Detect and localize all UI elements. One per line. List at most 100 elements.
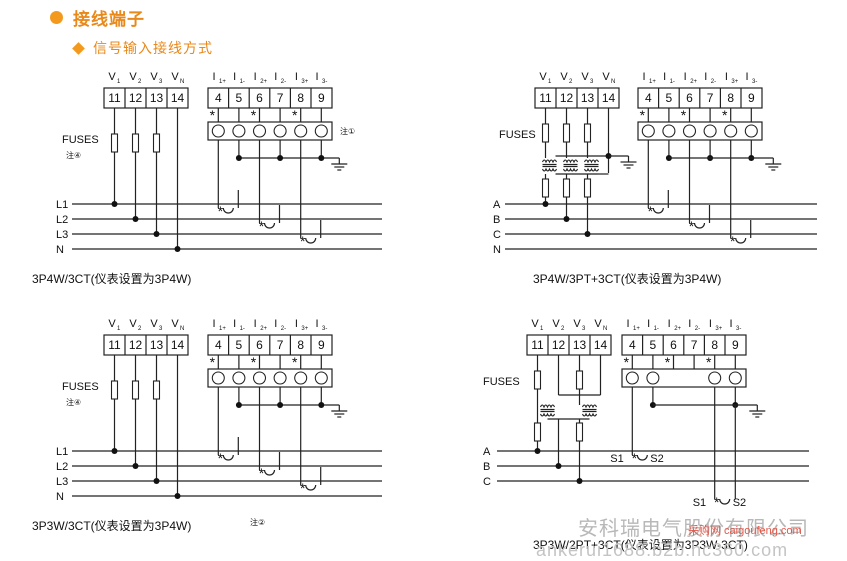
terminal-number: 14 — [594, 338, 608, 352]
junction-dot — [153, 478, 160, 484]
terminal-label: V — [129, 318, 137, 330]
fuse-icon — [131, 133, 140, 153]
terminal-label: V — [581, 71, 589, 83]
terminal-number: 8 — [727, 91, 734, 105]
terminal-label: I — [642, 71, 645, 83]
polarity-star: * — [218, 450, 224, 466]
ct-s2-label: S2 — [733, 497, 746, 509]
note-label: 注② — [250, 517, 265, 527]
terminal-sub: 2 — [561, 326, 565, 332]
fuse-icon — [562, 123, 571, 143]
transformer-icon — [539, 404, 556, 409]
terminal-number: 13 — [573, 338, 587, 352]
screw-terminal-icon — [314, 124, 328, 138]
junction-dot — [277, 155, 284, 161]
polarity-star: * — [706, 354, 712, 370]
fuse-icon — [152, 133, 161, 153]
terminal-number: 13 — [581, 91, 595, 105]
terminal-number: 5 — [236, 338, 243, 352]
terminal-number: 11 — [108, 338, 121, 352]
caption: 3P4W/3PT+3CT(仪表设置为3P4W) — [533, 272, 721, 286]
junction-dot — [132, 216, 139, 222]
terminal-number: 12 — [560, 91, 574, 105]
screw-terminal-icon — [211, 371, 225, 385]
terminal-sub: 1 — [117, 326, 121, 332]
terminal-label: I — [684, 71, 687, 83]
terminal-sub: 2+ — [690, 79, 697, 85]
polarity-star: * — [292, 354, 298, 370]
terminal-sub: 3- — [752, 79, 757, 85]
terminal-sub: 3+ — [301, 326, 308, 332]
fuse-icon — [533, 422, 542, 442]
terminal-sub: 2- — [695, 326, 700, 332]
polarity-star: * — [632, 450, 638, 466]
terminal-label: I — [725, 71, 728, 83]
terminal-label: V — [171, 318, 179, 330]
terminal-number: 9 — [318, 91, 325, 105]
terminal-number: 7 — [707, 91, 714, 105]
terminal-label: I — [668, 318, 671, 330]
terminal-label: V — [602, 71, 610, 83]
current-transformer-icon — [693, 222, 706, 229]
ct-terminal-strip — [207, 368, 333, 388]
terminal-sub: 3+ — [731, 79, 738, 85]
terminal-label: I — [254, 318, 257, 330]
phase-label: B — [483, 461, 490, 473]
phase-label: N — [493, 244, 501, 256]
screw-terminal-icon — [294, 371, 308, 385]
terminal-label: I — [212, 71, 215, 83]
junction-dot — [563, 216, 570, 222]
junction-dot — [111, 448, 118, 454]
terminal-sub: 3+ — [301, 79, 308, 85]
junction-dot — [174, 493, 181, 499]
terminal-number: 6 — [256, 91, 263, 105]
terminal-number: 4 — [215, 91, 222, 105]
screw-terminal-icon — [646, 371, 660, 385]
terminal-number: 7 — [691, 338, 698, 352]
terminal-number: 11 — [531, 338, 544, 352]
ct-s2-label: S2 — [650, 453, 663, 465]
terminal-label: V — [150, 318, 158, 330]
junction-dot — [318, 155, 325, 161]
screw-terminal-icon — [682, 124, 697, 138]
terminal-label: V — [171, 71, 179, 83]
terminal-number: 6 — [686, 91, 693, 105]
screw-terminal-icon — [744, 124, 758, 138]
terminal-number: 6 — [256, 338, 263, 352]
screw-terminal-icon — [662, 124, 676, 138]
ct-s1-label: S1 — [610, 453, 623, 465]
screw-terminal-icon — [724, 124, 738, 138]
polarity-star: * — [251, 107, 257, 123]
ct-s1-label: S1 — [693, 497, 706, 509]
fuse-icon — [110, 133, 119, 153]
terminal-label: I — [704, 71, 707, 83]
terminal-sub: 3+ — [715, 326, 722, 332]
fuse-icon — [110, 380, 119, 400]
terminal-label: I — [745, 71, 748, 83]
current-transformer-icon — [636, 454, 648, 461]
terminal-sub: 1- — [240, 79, 245, 85]
phase-label: L1 — [56, 446, 68, 458]
polarity-star: * — [292, 107, 298, 123]
subsection-title: 信号输入接线方式 — [93, 40, 213, 56]
terminal-sub: N — [603, 326, 607, 332]
terminal-sub: 3 — [159, 79, 163, 85]
phase-label: L3 — [56, 476, 68, 488]
polarity-star: * — [210, 354, 216, 370]
screw-terminal-icon — [641, 124, 655, 138]
fuse-icon — [583, 123, 592, 143]
terminal-label: V — [560, 71, 568, 83]
current-transformer-icon — [222, 454, 234, 461]
terminal-label: I — [274, 71, 277, 83]
junction-dot — [153, 231, 160, 237]
terminal-number: 9 — [318, 338, 325, 352]
junction-dot — [277, 402, 284, 408]
terminal-number: 4 — [645, 91, 652, 105]
fuse-icon — [562, 178, 571, 198]
phase-label: N — [56, 491, 64, 503]
terminal-sub: N — [611, 79, 615, 85]
polarity-star: * — [259, 465, 265, 481]
